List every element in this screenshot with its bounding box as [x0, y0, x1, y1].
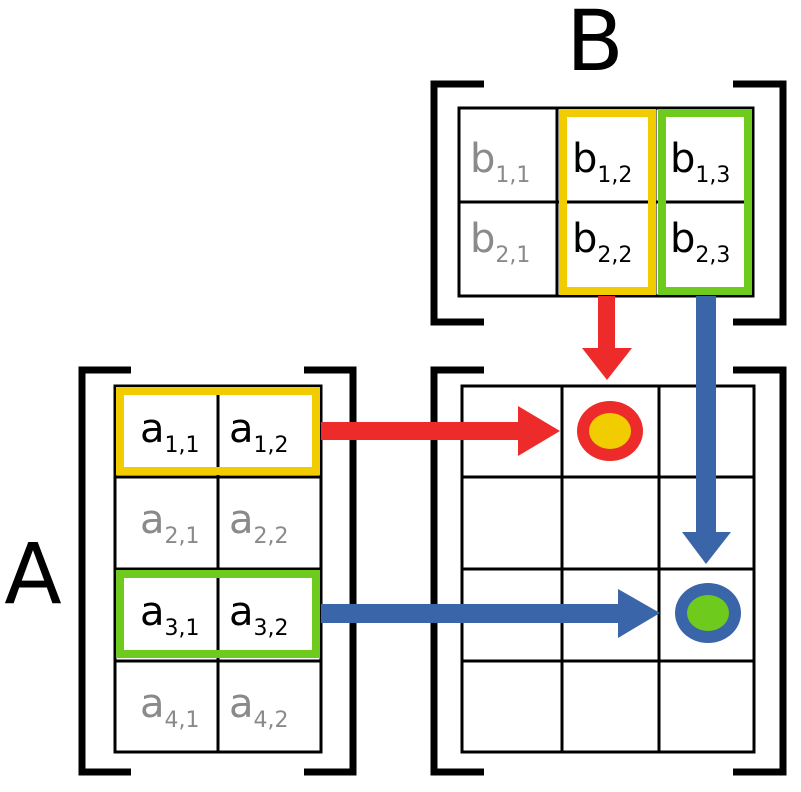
- matrix-b-cell: b1,1: [470, 136, 530, 188]
- matrix-a-row-3-highlight: [116, 570, 320, 658]
- matrix-b-column-3-highlight: [658, 109, 752, 295]
- result-c33-inner-dot: [687, 595, 729, 631]
- matrix-a-grid: [113, 384, 323, 754]
- matrix-a: a1,1 a1,2 a2,1 a2,2 a3,1 a3,2 a4,1 a4,2: [78, 366, 357, 776]
- result-c12-inner-dot: [589, 413, 631, 449]
- matrix-b-label: B: [566, 0, 624, 90]
- red-right-arrow-head: [518, 406, 560, 456]
- matrix-a-cell: a1,2: [229, 406, 289, 458]
- matrix-a-cell: a2,2: [229, 497, 289, 549]
- matrix-b-column-2-highlight: [559, 109, 656, 295]
- matrix-a-cell: a4,1: [140, 681, 200, 733]
- result-matrix-left-bracket: [430, 366, 484, 776]
- matrix-b-left-bracket: [430, 80, 484, 326]
- matrix-a-cell: a1,1: [140, 406, 200, 458]
- matrix-a-label: A: [4, 525, 61, 623]
- matrix-b-cell: b2,3: [670, 216, 730, 268]
- result-matrix: [430, 366, 787, 776]
- matrix-b-right-bracket: [733, 80, 787, 326]
- matrix-a-row-1-highlight: [116, 387, 320, 475]
- matrix-a-cell: a4,2: [229, 681, 289, 733]
- matrix-b-cell: b2,1: [470, 216, 530, 268]
- matrix-b-cell: b2,2: [572, 216, 632, 268]
- matrix-a-cell: a2,1: [140, 497, 200, 549]
- blue-down-arrow-head: [682, 532, 731, 564]
- result-matrix-right-bracket: [733, 366, 787, 776]
- matrix-a-cell: a3,1: [140, 589, 200, 641]
- matrix-a-left-bracket: [78, 366, 131, 776]
- red-down-arrow-head: [582, 348, 632, 380]
- matrix-b-cell: b1,3: [670, 136, 730, 188]
- blue-right-arrow-shaft: [321, 604, 621, 623]
- matrix-b: b1,1 b1,2 b1,3 b2,1 b2,2 b2,3: [430, 80, 787, 326]
- blue-right-arrow-head: [618, 589, 660, 638]
- blue-down-arrow-shaft: [696, 296, 716, 534]
- red-down-arrow-shaft: [598, 296, 615, 350]
- red-right-arrow-shaft: [321, 422, 521, 440]
- matrix-a-cell: a3,2: [229, 589, 289, 641]
- arrows: [321, 296, 731, 638]
- matrix-a-right-bracket: [304, 366, 357, 776]
- result-matrix-grid: [460, 384, 756, 754]
- matrix-b-cell: b1,2: [572, 136, 632, 188]
